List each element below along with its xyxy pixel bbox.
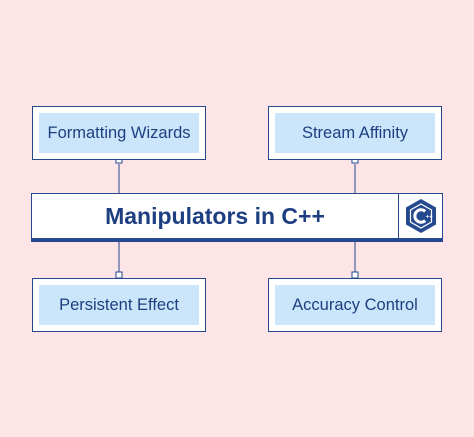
title-bar: Manipulators in C++ ++ <box>31 193 443 242</box>
node-formatting-wizards: Formatting Wizards <box>32 106 206 160</box>
node-label-persistent-effect: Persistent Effect <box>39 285 199 325</box>
node-label-stream-affinity: Stream Affinity <box>275 113 435 153</box>
cpp-logo-icon: ++ <box>399 194 442 238</box>
node-label-formatting-wizards: Formatting Wizards <box>39 113 199 153</box>
node-stream-affinity: Stream Affinity <box>268 106 442 160</box>
svg-text:++: ++ <box>425 215 433 221</box>
title-divider <box>398 194 399 238</box>
node-accuracy-control: Accuracy Control <box>268 278 442 332</box>
diagram-title: Manipulators in C++ <box>105 202 325 229</box>
node-label-accuracy-control: Accuracy Control <box>275 285 435 325</box>
node-persistent-effect: Persistent Effect <box>32 278 206 332</box>
